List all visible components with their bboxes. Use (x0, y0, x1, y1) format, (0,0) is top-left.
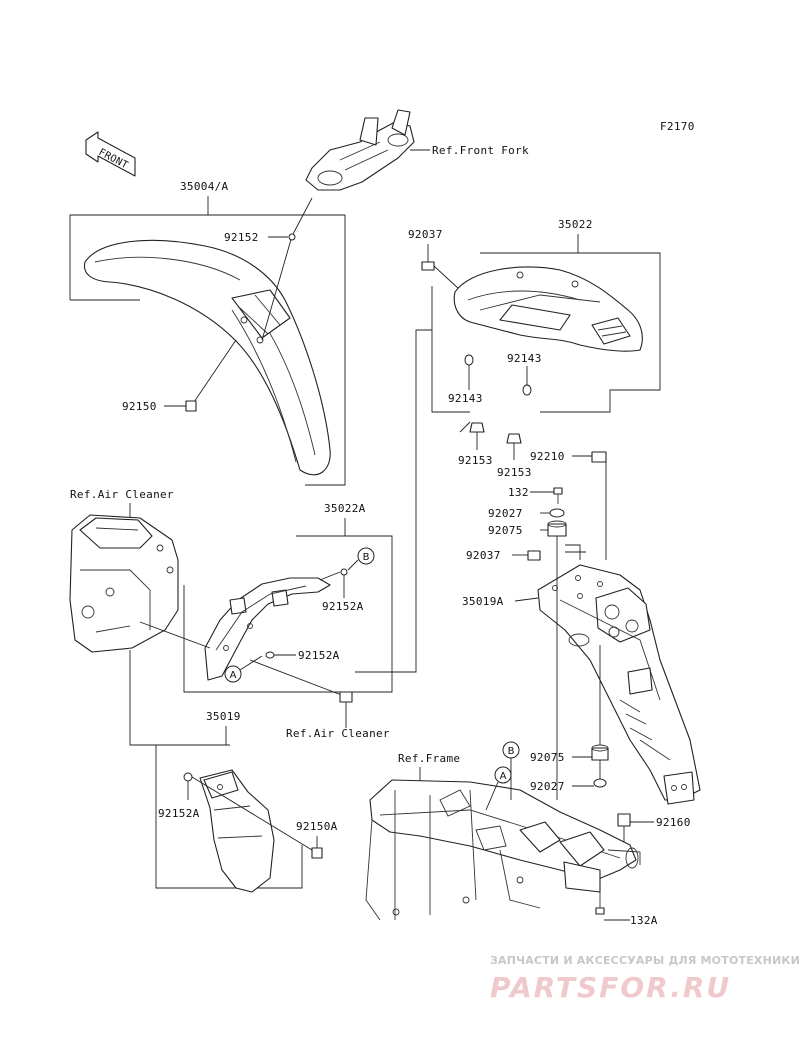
watermark-tagline: ЗАПЧАСТИ И АКСЕССУАРЫ ДЛЯ МОТОТЕХНИКИ (490, 954, 800, 967)
air-cleaner-box (69, 514, 179, 653)
callout-92153-a: 92153 (458, 454, 493, 467)
front-fender (83, 239, 331, 476)
callout-ref-air-cleaner-top: Ref.Air Cleaner (70, 488, 174, 501)
callout-92027-b: 92027 (530, 780, 565, 793)
callout-92150a: 92150A (296, 820, 338, 833)
marker-b-upper (357, 547, 375, 565)
marker-a-frame (494, 766, 512, 784)
diagram-code: F2170 (660, 120, 695, 133)
callout-92152a-c: 92152A (158, 807, 200, 820)
front-fender-group-frame (69, 214, 346, 486)
marker-a-left (224, 665, 242, 683)
callout-92152-top: 92152 (224, 231, 259, 244)
front-fork-bracket (305, 109, 415, 191)
rear-fender-bracket (537, 564, 701, 805)
mud-flap-group-frame (155, 745, 303, 889)
callout-92037-top: 92037 (408, 228, 443, 241)
callout-92075-a: 92075 (488, 524, 523, 537)
callout-92152a-a: 92152A (322, 600, 364, 613)
marker-a-left-label: A (230, 670, 237, 681)
callout-35019a: 35019A (462, 595, 504, 608)
callout-92075-b: 92075 (530, 751, 565, 764)
callout-92153-b: 92153 (497, 466, 532, 479)
callout-132a: 132A (630, 914, 658, 927)
callout-92160: 92160 (656, 816, 691, 829)
callout-ref-front-fork: Ref.Front Fork (432, 144, 529, 157)
marker-a-frame-label: A (500, 771, 507, 782)
front-arrow-icon: FRONT (85, 131, 136, 177)
callout-92152a-b: 92152A (298, 649, 340, 662)
callout-92037-b: 92037 (466, 549, 501, 562)
rear-fender-group-frame (431, 252, 661, 413)
callout-35022a: 35022A (324, 502, 366, 515)
callout-92143-b: 92143 (507, 352, 542, 365)
rear-fender (453, 266, 643, 352)
frame-section (365, 779, 641, 921)
callout-92143-a: 92143 (448, 392, 483, 405)
callout-ref-frame: Ref.Frame (398, 752, 460, 765)
callout-35019: 35019 (206, 710, 241, 723)
inner-fender-flap (204, 577, 331, 681)
callout-ref-air-cleaner-bottom: Ref.Air Cleaner (286, 727, 390, 740)
callout-92027-a: 92027 (488, 507, 523, 520)
inner-fender-group-frame (183, 535, 393, 693)
callout-132: 132 (508, 486, 529, 499)
callout-92150: 92150 (122, 400, 157, 413)
mud-flap (199, 769, 275, 893)
watermark-logo: PARTSFOR.RU (490, 971, 731, 1004)
marker-b-upper-label: B (363, 552, 370, 563)
callout-92210: 92210 (530, 450, 565, 463)
callout-35022: 35022 (558, 218, 593, 231)
marker-b-frame-label: B (508, 746, 515, 757)
callout-35004a: 35004/A (180, 180, 229, 193)
